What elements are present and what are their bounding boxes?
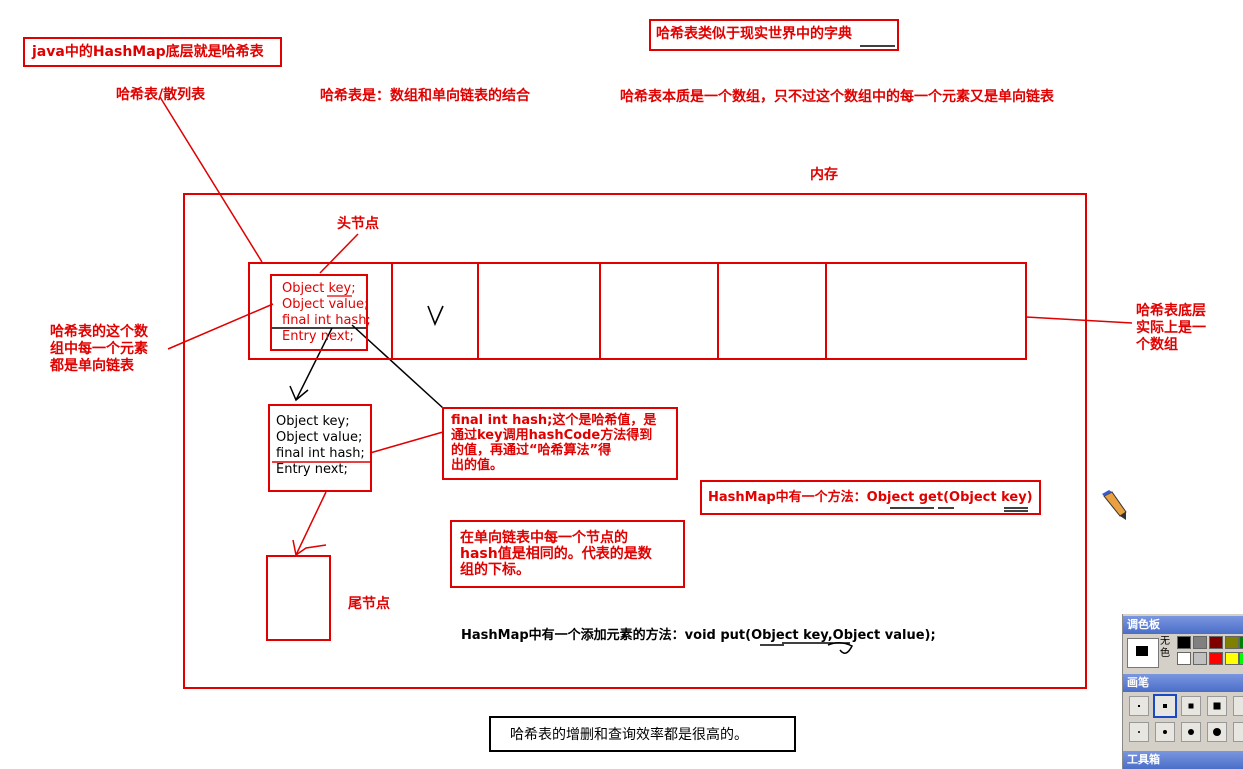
efficiency-box	[489, 716, 796, 752]
tail-arrowhead	[292, 539, 327, 557]
head-node-label: 头节点	[337, 216, 379, 232]
memory-label: 内存	[810, 167, 838, 183]
hash-array	[248, 262, 1027, 360]
pen-title: 画笔	[1123, 674, 1243, 692]
hash-description: final int hash;这个是哈希值，是 通过key调用hashCode方…	[451, 413, 657, 473]
head-node	[270, 274, 368, 351]
drawing-tool-panel: 调色板 无 色 画笔 工具箱	[1122, 614, 1243, 769]
tail-arrow-line	[295, 491, 327, 556]
node-field-next: Entry next;	[282, 329, 354, 344]
alias-pointer-line	[159, 96, 263, 263]
put-method-label: HashMap中有一个添加元素的方法：void put(Object key,O…	[461, 628, 936, 643]
pen-size-3[interactable]	[1181, 696, 1201, 716]
node-field-key: Object key;	[276, 414, 350, 429]
node-field-hash: final int hash;	[276, 446, 365, 461]
head-node-pointer-line	[319, 233, 359, 274]
array-bottom-label: 哈希表底层 实际上是一 个数组	[1136, 303, 1206, 353]
second-node	[268, 404, 372, 492]
array-cell-divider	[599, 262, 601, 360]
each-element-label: 哈希表的这个数 组中每一个元素 都是单向链表	[50, 324, 148, 374]
combination-label: 哈希表是：数组和单向链表的结合	[320, 88, 530, 104]
pen-size-4[interactable]	[1207, 696, 1227, 716]
tail-node	[266, 555, 331, 641]
pen-size-2[interactable]	[1153, 694, 1177, 718]
v-mark	[427, 305, 444, 327]
head-node-fields: Object key; Object value; final int hash…	[282, 281, 371, 345]
color-swatch-olive[interactable]	[1225, 636, 1239, 649]
array-cell-divider	[477, 262, 479, 360]
java-hashmap-label: java中的HashMap底层就是哈希表	[32, 44, 264, 60]
dictionary-box	[649, 19, 899, 51]
color-swatch-lime[interactable]	[1239, 652, 1243, 665]
hash-desc-line-2	[369, 431, 444, 454]
node-field-hash: final int hash;	[282, 313, 371, 328]
next-arrowhead	[289, 385, 309, 402]
color-swatch-silver[interactable]	[1193, 652, 1207, 665]
tail-node-label: 尾节点	[348, 596, 390, 612]
color-swatch-maroon[interactable]	[1209, 636, 1223, 649]
array-cell-divider	[717, 262, 719, 360]
java-hashmap-box	[23, 37, 282, 67]
essence-label: 哈希表本质是一个数组，只不过这个数组中的每一个元素又是单向链表	[620, 89, 1054, 105]
efficiency-label: 哈希表的增删和查询效率都是很高的。	[510, 727, 748, 743]
toolbox-title: 工具箱	[1123, 751, 1243, 769]
element-pointer-line	[167, 303, 274, 350]
no-color-option[interactable]: 无 色	[1160, 636, 1170, 659]
node-field-next: Entry next;	[276, 462, 348, 477]
array-cell-divider	[391, 262, 393, 360]
color-swatch-black[interactable]	[1177, 636, 1191, 649]
dictionary-label: 哈希表类似于现实世界中的字典	[656, 26, 852, 42]
color-swatch-red[interactable]	[1209, 652, 1223, 665]
palette-title: 调色板	[1123, 616, 1243, 634]
array-pointer-line	[1025, 316, 1133, 324]
same-hash-label: 在单向链表中每一个节点的 hash值是相同的。代表的是数 组的下标。	[460, 530, 652, 578]
node-field-key: Object key;	[282, 281, 356, 296]
pen-size-7[interactable]	[1155, 722, 1175, 742]
hash-description-box	[442, 407, 678, 480]
current-color-swatch[interactable]	[1127, 638, 1159, 668]
second-node-fields: Object key; Object value; final int hash…	[276, 414, 365, 478]
color-swatch-green[interactable]	[1239, 636, 1243, 649]
pen-size-8[interactable]	[1181, 722, 1201, 742]
pen-size-6[interactable]	[1129, 722, 1149, 742]
pen-size-5[interactable]	[1233, 696, 1243, 716]
array-cell-divider	[825, 262, 827, 360]
get-method-label: HashMap中有一个方法：Object get(Object key)	[708, 490, 1033, 505]
get-method-box	[700, 480, 1041, 515]
next-arrow-line	[295, 327, 333, 401]
pen-size-9[interactable]	[1207, 722, 1227, 742]
color-swatch-white[interactable]	[1177, 652, 1191, 665]
pen-size-1[interactable]	[1129, 696, 1149, 716]
node-field-value: Object value;	[282, 297, 369, 312]
color-swatch-yellow[interactable]	[1225, 652, 1239, 665]
pen-size-10[interactable]	[1233, 722, 1243, 742]
memory-frame	[183, 193, 1087, 689]
color-swatch-gray[interactable]	[1193, 636, 1207, 649]
hash-table-alias-label: 哈希表/散列表	[116, 87, 206, 103]
same-hash-box	[450, 520, 685, 588]
node-field-value: Object value;	[276, 430, 363, 445]
